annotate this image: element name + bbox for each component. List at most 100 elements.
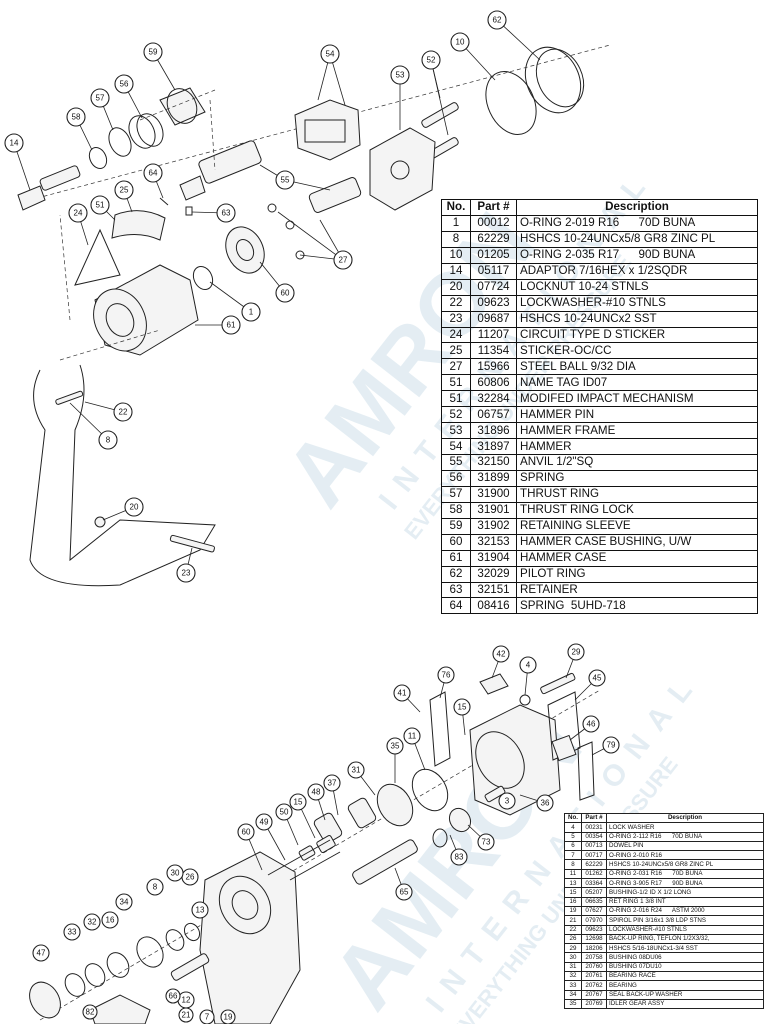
part-no: 30 xyxy=(564,952,582,963)
svg-text:24: 24 xyxy=(74,209,83,218)
svg-text:16: 16 xyxy=(106,916,115,925)
part-number: 20761 xyxy=(581,971,607,982)
svg-text:23: 23 xyxy=(182,569,191,578)
callout-b-73: 73 xyxy=(477,833,495,851)
part-number: 01205 xyxy=(470,246,517,264)
svg-text:46: 46 xyxy=(587,720,596,729)
callout-b-16: 16 xyxy=(101,911,119,929)
part-number: 20769 xyxy=(581,998,607,1010)
svg-text:11: 11 xyxy=(408,732,417,741)
part-no: 8 xyxy=(564,859,582,870)
callout-14: 14 xyxy=(4,133,24,153)
svg-text:30: 30 xyxy=(171,869,180,878)
part-no: 55 xyxy=(441,454,471,471)
part-number: 32284 xyxy=(470,390,517,408)
part-no: 24 xyxy=(441,326,471,344)
part-description: BUSHING 08DU06 xyxy=(606,952,764,963)
part-number: 00717 xyxy=(581,850,607,861)
callout-64: 64 xyxy=(143,163,163,183)
callout-b-37: 37 xyxy=(323,774,341,792)
part-description: HAMMER PIN xyxy=(516,406,758,424)
part-no: 64 xyxy=(441,597,471,615)
callout-b-31: 31 xyxy=(347,761,365,779)
svg-text:31: 31 xyxy=(352,766,361,775)
part-number: 07724 xyxy=(470,278,517,296)
part-no: 7 xyxy=(564,850,582,861)
svg-text:19: 19 xyxy=(224,1013,233,1022)
part-no: 56 xyxy=(441,469,471,487)
part-description: ADAPTOR 7/16HEX x 1/2SQDR xyxy=(516,262,758,280)
part-description: HAMMER FRAME xyxy=(516,422,758,440)
part-description: BACK-UP RING, TEFLON 1/2X3/32, xyxy=(606,933,764,945)
callout-55: 55 xyxy=(275,170,295,190)
callout-b-45: 45 xyxy=(588,669,606,687)
part-number: 08416 xyxy=(470,597,517,615)
svg-text:79: 79 xyxy=(607,741,616,750)
header-description: Description xyxy=(516,199,758,216)
svg-text:12: 12 xyxy=(182,996,191,1005)
part-number: 20758 xyxy=(581,952,607,963)
part-description: O-RING 2-031 R16 70D BUNA xyxy=(606,868,764,880)
callout-b-46: 46 xyxy=(582,715,600,733)
part-no: 52 xyxy=(441,406,471,424)
part-number: 31900 xyxy=(470,485,517,503)
part-no: 8 xyxy=(441,230,471,248)
svg-text:29: 29 xyxy=(572,648,581,657)
part-no: 60 xyxy=(441,533,471,551)
part-no: 5 xyxy=(564,831,582,842)
svg-text:26: 26 xyxy=(186,873,195,882)
part-description: PILOT RING xyxy=(516,565,758,583)
part-no: 61 xyxy=(441,549,471,567)
svg-text:60: 60 xyxy=(281,289,290,298)
svg-text:42: 42 xyxy=(497,650,506,659)
part-number: 32151 xyxy=(470,581,517,599)
part-description: O-RING 2-112 R16 70D BUNA xyxy=(606,831,764,842)
svg-text:4: 4 xyxy=(526,661,531,670)
part-no: 35 xyxy=(564,998,582,1010)
part-number: 05117 xyxy=(470,262,517,280)
table-header-row: No. Part # Description xyxy=(564,812,764,824)
part-no: 62 xyxy=(441,565,471,583)
svg-text:7: 7 xyxy=(205,1013,210,1022)
table-header-row: No. Part # Description xyxy=(441,199,758,216)
svg-text:64: 64 xyxy=(149,169,158,178)
part-no: 23 xyxy=(441,310,471,328)
callout-b-15b: 15 xyxy=(289,793,307,811)
part-description: SPRING 5UHD-718 xyxy=(516,597,758,615)
callout-b-13: 13 xyxy=(191,901,209,919)
svg-text:62: 62 xyxy=(493,16,502,25)
callout-20: 20 xyxy=(124,497,144,517)
part-no: 59 xyxy=(441,517,471,535)
part-number: 12698 xyxy=(581,933,607,945)
header-no: No. xyxy=(564,812,582,824)
svg-text:3: 3 xyxy=(505,797,510,806)
part-number: 31896 xyxy=(470,422,517,440)
part-description: BUSHING 07DU10 xyxy=(606,961,764,973)
callout-b-34: 34 xyxy=(115,893,133,911)
part-no: 1 xyxy=(441,214,471,232)
part-number: 20760 xyxy=(581,961,607,973)
part-no: 15 xyxy=(564,887,582,898)
part-number: 09687 xyxy=(470,310,517,328)
callout-63: 63 xyxy=(216,203,236,223)
part-number: 62229 xyxy=(470,230,517,248)
part-number: 00713 xyxy=(581,840,607,852)
svg-text:35: 35 xyxy=(391,742,400,751)
